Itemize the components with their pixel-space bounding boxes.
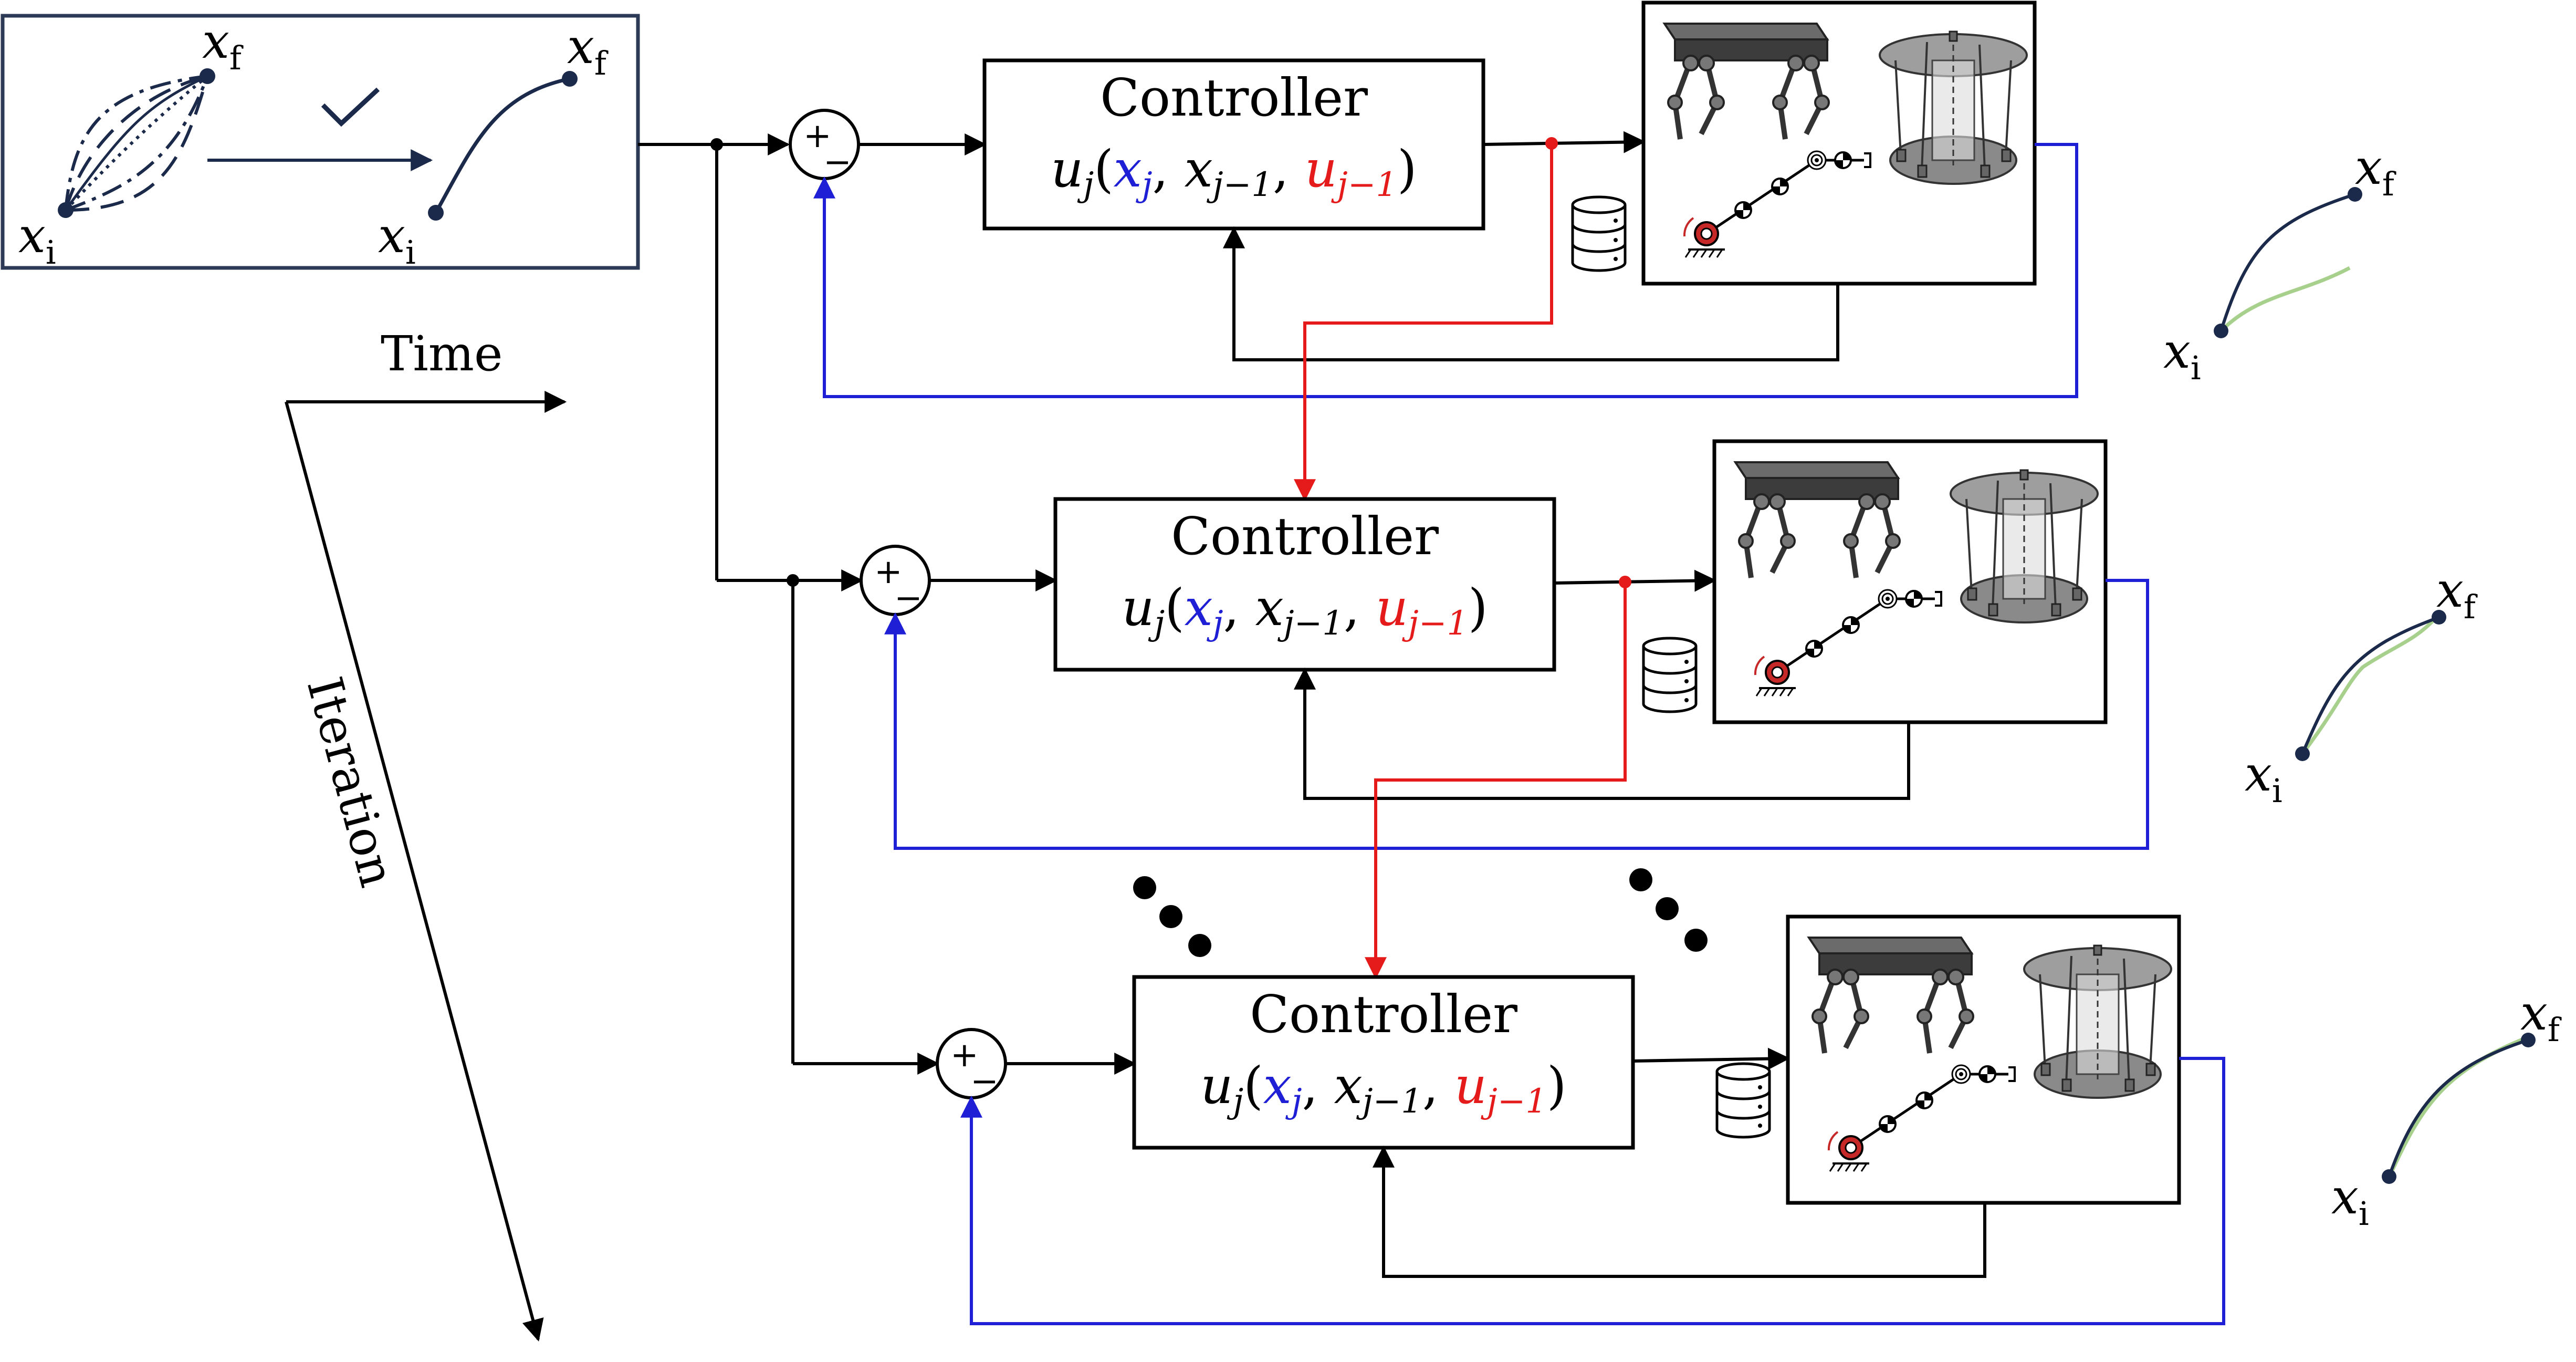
svg-text:xf: xf bbox=[2355, 139, 2396, 203]
summing-junction-2: + − bbox=[860, 545, 931, 618]
trajectory-panel: xi xf xi xf bbox=[1, 13, 640, 272]
controller-title: Controller bbox=[1171, 507, 1439, 567]
svg-text:+: + bbox=[950, 1036, 979, 1075]
database-icon bbox=[1573, 197, 1625, 271]
ellipsis-right bbox=[1629, 868, 1708, 952]
result-trajectory-3: xi xf bbox=[2331, 985, 2562, 1233]
svg-text:xi: xi bbox=[2331, 1169, 2369, 1233]
controller-block-3: Controller uj(xj, xj−1, uj−1) bbox=[1132, 975, 1635, 1150]
summing-junction-3: + − bbox=[936, 1028, 1007, 1101]
svg-text:−: − bbox=[970, 1062, 999, 1101]
database-icon bbox=[1717, 1064, 1769, 1137]
reference-wires bbox=[638, 133, 940, 1075]
database-icon bbox=[1643, 638, 1696, 712]
plant-block-2 bbox=[1712, 439, 2108, 724]
svg-text:xf: xf bbox=[2436, 562, 2478, 626]
controller-law: uj(xj, xj−1, uj−1) bbox=[1201, 1056, 1567, 1121]
result-trajectory-1: xi xf bbox=[2163, 139, 2396, 387]
plant-block-1 bbox=[1641, 1, 2037, 286]
optimal-start-label: xi bbox=[378, 207, 416, 272]
controller-block-1: Controller uj(xj, xj−1, uj−1) bbox=[982, 58, 1485, 231]
iteration-row-3: + − Controller uj(xj, xj−1, uj−1) bbox=[936, 914, 2225, 1325]
svg-text:+: + bbox=[803, 117, 832, 155]
time-axis-label: Time bbox=[381, 326, 502, 382]
panel-start-label: xi bbox=[18, 207, 56, 272]
plant-block-3 bbox=[1786, 914, 2181, 1205]
time-axis: Time bbox=[286, 326, 567, 413]
controller-block-2: Controller uj(xj, xj−1, uj−1) bbox=[1053, 497, 1556, 672]
svg-text:xi: xi bbox=[2245, 746, 2282, 810]
svg-text:−: − bbox=[894, 579, 923, 618]
controller-law: uj(xj, xj−1, uj−1) bbox=[1051, 140, 1417, 204]
svg-text:+: + bbox=[874, 553, 903, 591]
checkmark-icon bbox=[321, 87, 380, 127]
controller-law: uj(xj, xj−1, uj−1) bbox=[1122, 578, 1488, 643]
svg-text:xi: xi bbox=[2163, 323, 2201, 387]
summing-junction-1: + − bbox=[789, 109, 860, 182]
controller-title: Controller bbox=[1100, 68, 1368, 128]
svg-text:xf: xf bbox=[2520, 985, 2562, 1049]
iteration-axis: Iteration bbox=[285, 401, 544, 1342]
ellipsis-left bbox=[1133, 876, 1211, 957]
optimal-end-label: xf bbox=[567, 18, 609, 82]
iteration-row-1: + − Controller uj(xj, xj−1, uj−1) bbox=[789, 1, 2078, 398]
controller-title: Controller bbox=[1250, 985, 1517, 1045]
result-trajectory-2: xi xf bbox=[2245, 562, 2478, 810]
iteration-row-2: + − Controller uj(xj, xj−1, uj−1) bbox=[860, 439, 2149, 850]
svg-text:−: − bbox=[823, 143, 852, 182]
panel-end-label: xf bbox=[202, 13, 244, 77]
